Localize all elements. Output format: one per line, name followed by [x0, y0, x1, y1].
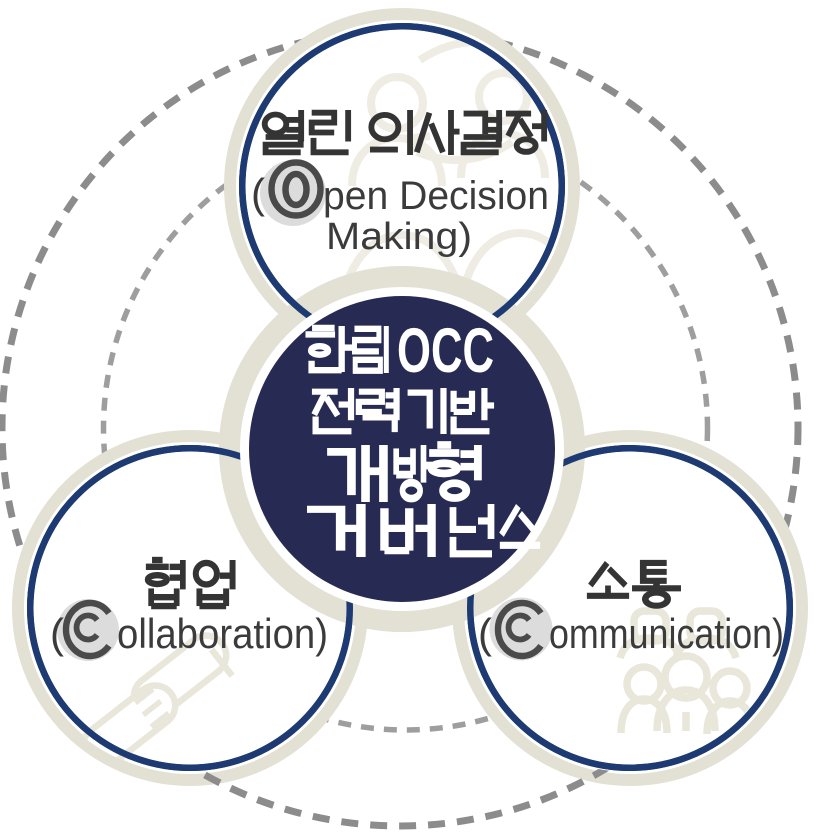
svg-text:ommunication): ommunication) — [549, 610, 784, 657]
svg-text:Making): Making) — [326, 216, 472, 258]
svg-text:(: ( — [50, 610, 64, 657]
svg-text:OCC: OCC — [397, 316, 494, 386]
svg-text:(: ( — [478, 610, 492, 657]
svg-text:ollaboration): ollaboration) — [117, 610, 328, 657]
svg-text:pen Decision: pen Decision — [323, 174, 549, 218]
svg-text:(: ( — [251, 170, 265, 217]
